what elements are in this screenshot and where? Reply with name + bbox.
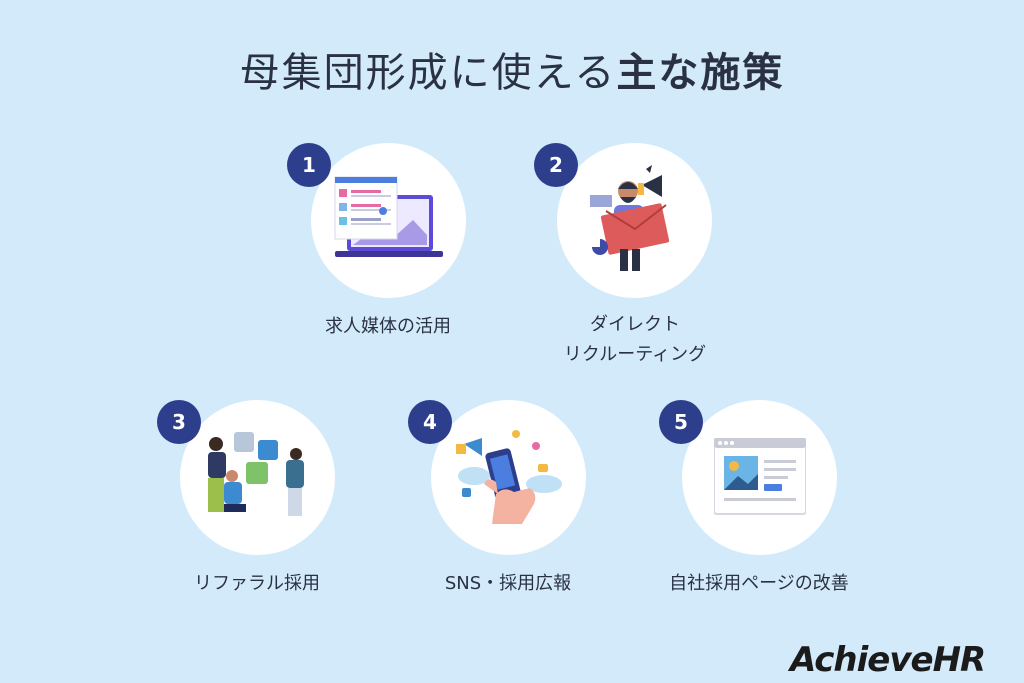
item-1-label: 求人媒体の活用 [325, 316, 451, 337]
item-2-label-line2: リクルーティング [563, 344, 707, 365]
laptop-job-board-icon [333, 175, 443, 269]
webpage-window-icon [713, 437, 807, 520]
megaphone-mail-person-icon [590, 163, 680, 277]
smartphone-social-icon [452, 424, 568, 530]
item-5-label: 自社採用ページの改善 [669, 573, 849, 594]
title-regular: 母集団形成に使える [239, 50, 617, 96]
item-5-number-badge: 5 [659, 400, 703, 444]
item-2-label: ダイレクト リクルーティング [515, 310, 755, 370]
title-bold: 主な施策 [616, 50, 785, 96]
item-2-label-line1: ダイレクト [590, 314, 680, 335]
item-1-number-badge: 1 [287, 143, 331, 187]
page-title: 母集団形成に使える主な施策 [0, 40, 1024, 98]
puzzle-team-icon [202, 430, 314, 526]
item-3-number-badge: 3 [157, 400, 201, 444]
achievehr-logo: AchieveHR [790, 640, 986, 680]
item-3-label: リファラル採用 [194, 573, 320, 594]
item-4-label: SNS・採用広報 [444, 573, 572, 594]
item-4-number-badge: 4 [408, 400, 452, 444]
item-2-number-badge: 2 [534, 143, 578, 187]
